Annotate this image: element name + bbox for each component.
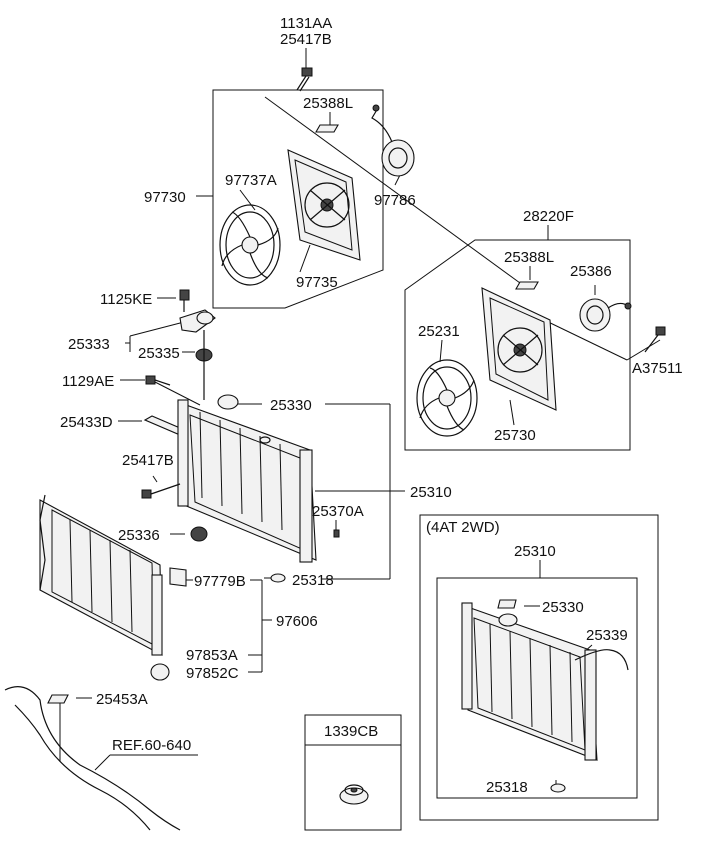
bolt-1129AE-icon: [145, 375, 171, 386]
fan-assembly-97730: [196, 48, 521, 309]
fan-shroud-25730-icon: [481, 287, 557, 411]
label-4at-2wd: (4AT 2WD): [426, 519, 500, 536]
drain-plug-25370A-icon: [333, 529, 340, 538]
label-25339: 25339: [586, 627, 628, 644]
label-25370A: 25370A: [312, 503, 364, 520]
label-97737A: 97737A: [225, 172, 277, 189]
label-1339CB: 1339CB: [324, 723, 378, 740]
label-28220F: 28220F: [523, 208, 574, 225]
label-97786: 97786: [374, 192, 416, 209]
label-25388L-1: 25388L: [303, 95, 353, 112]
insulator-97852C-icon: [150, 663, 170, 681]
label-plate-icon: [315, 124, 339, 133]
fan-blade-25231-icon: [416, 359, 478, 437]
fan-motor-97786-icon: [371, 104, 415, 177]
fan-assembly-28220F: [404, 225, 666, 451]
label-25336: 25336: [118, 527, 160, 544]
label-1131AA: 1131AA: [280, 15, 332, 32]
fan-shroud-97735-icon: [287, 149, 361, 261]
label-A37511: A37511: [632, 360, 683, 377]
bolt-A37511-icon: [644, 326, 666, 353]
bolt-1131AA-icon: [296, 67, 313, 92]
label-97779B: 97779B: [194, 573, 246, 590]
label-25417B: 25417B: [122, 452, 174, 469]
label-97853A: 97853A: [186, 647, 238, 664]
label-25386: 25386: [570, 263, 612, 280]
receiver-drier-icon: [151, 574, 163, 656]
label-25433D: 25433D: [60, 414, 113, 431]
label-25318-variant: 25318: [486, 779, 528, 796]
condenser-97606: [39, 494, 187, 681]
insulator-25336-icon: [190, 526, 208, 542]
label-97730: 97730: [144, 189, 186, 206]
label-25730: 25730: [494, 427, 536, 444]
bracket-97779B-icon: [169, 567, 187, 587]
radiator-core-4at-icon: [461, 599, 598, 761]
label-25310: 25310: [410, 484, 452, 501]
nut-1339CB-icon: [339, 784, 369, 805]
label-ref-60-640: REF.60-640: [112, 737, 191, 754]
label-97606: 97606: [276, 613, 318, 630]
upper-mount-25333-icon: [179, 289, 216, 400]
fan-motor-25386-icon: [579, 298, 632, 332]
label-97735: 97735: [296, 274, 338, 291]
hose-25339-icon: [574, 649, 629, 671]
label-25333: 25333: [68, 336, 110, 353]
label-1129AE: 1129AE: [62, 373, 114, 390]
bolt-25417B-icon: [141, 483, 181, 499]
part-box-1339CB: [304, 714, 402, 831]
radiator-cap-4at-icon: [498, 613, 518, 627]
label-25310-variant: 25310: [514, 543, 556, 560]
label-25330: 25330: [270, 397, 312, 414]
label-25330-variant: 25330: [542, 599, 584, 616]
radiator-cap-25330-icon: [217, 394, 239, 410]
label-25453A: 25453A: [96, 691, 148, 708]
label-1125KE: 1125KE: [100, 291, 152, 308]
label-25417B-top: 25417B: [280, 31, 332, 48]
radiator-core-icon: [177, 394, 317, 563]
reference-60-640: [4, 686, 198, 831]
label-plate-2-icon: [515, 281, 539, 290]
drain-25318-icon: [270, 573, 286, 583]
label-97852C: 97852C: [186, 665, 239, 682]
label-25335: 25335: [138, 345, 180, 362]
label-25388L-2: 25388L: [504, 249, 554, 266]
label-25231: 25231: [418, 323, 460, 340]
label-25318: 25318: [292, 572, 334, 589]
clip-25453A-icon: [47, 694, 69, 704]
main-radiator-25310: [118, 289, 405, 673]
variant-box-4at-2wd: [419, 514, 659, 821]
fan-blade-97737A-icon: [219, 204, 281, 286]
drain-4at-icon: [550, 783, 566, 793]
